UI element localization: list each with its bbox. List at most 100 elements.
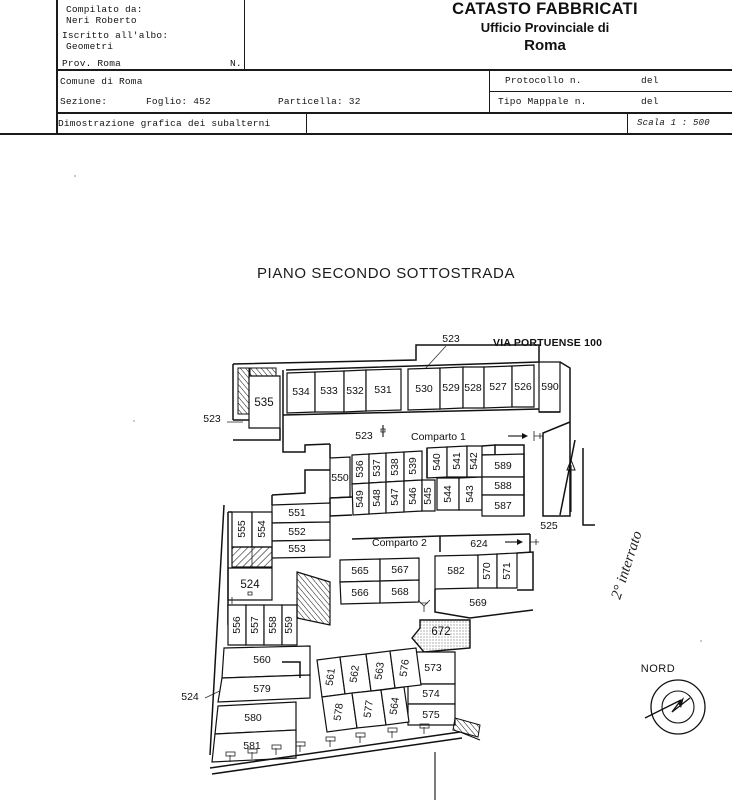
prov-label: Prov. Roma <box>62 58 122 69</box>
unit-label: 560 <box>253 654 271 666</box>
unit-579: 579 <box>217 674 311 703</box>
unit-563: 563 <box>365 650 396 692</box>
comparto-2-label: Comparto 2 <box>372 537 427 549</box>
unit-label: 542 <box>468 452 480 470</box>
unit-label: 588 <box>494 480 512 492</box>
compass-label: NORD <box>641 663 675 675</box>
unit-556: 556 <box>227 604 247 646</box>
area-label-525: 525 <box>540 520 558 532</box>
unit-589: 589 <box>481 453 525 478</box>
unit-552: 552 <box>271 521 331 542</box>
unit-label: 561 <box>324 667 338 686</box>
foglio-label: Foglio: 452 <box>146 96 211 107</box>
document-subtitle: Dimostrazione grafica dei subalterni <box>58 118 271 129</box>
header-hline-proto <box>489 91 732 93</box>
unit-label: 576 <box>398 658 412 677</box>
unit-label: 553 <box>288 543 306 555</box>
unit-544: 544 <box>436 477 460 511</box>
unit-label: 589 <box>494 460 512 472</box>
unit-label: 530 <box>415 383 433 395</box>
area-label-624: 624 <box>470 538 488 550</box>
unit-label: 546 <box>407 487 419 505</box>
unit-label: 575 <box>422 709 440 721</box>
unit-label: 539 <box>407 457 419 475</box>
header-hline-1 <box>56 69 732 71</box>
unit-label: 562 <box>348 664 362 683</box>
unit-label: 534 <box>292 386 310 398</box>
unit-label: 533 <box>320 385 338 397</box>
unit-547: 547 <box>385 480 405 514</box>
header-vline-scala <box>627 112 629 134</box>
tipo-mappale-label: Tipo Mappale n. <box>498 96 587 107</box>
unit-label: 549 <box>354 490 366 508</box>
unit-label: 571 <box>501 562 513 580</box>
handwritten-note: 2° interrato <box>609 529 646 602</box>
unit-label: 528 <box>464 382 482 394</box>
document-header: Compilato da: Neri Roberto Iscritto all'… <box>0 0 732 136</box>
comune-label: Comune di Roma <box>60 76 143 87</box>
unit-580: 580 <box>214 701 297 735</box>
unit-label: 564 <box>388 696 402 715</box>
office-line: Ufficio Provinciale di <box>480 20 610 35</box>
area-label-524-left: 524 <box>181 691 199 703</box>
door-symbol-524 <box>231 597 240 604</box>
unit-568: 568 <box>379 579 420 604</box>
particella-label: Particella: 32 <box>278 96 361 107</box>
unit-label: 554 <box>256 520 268 538</box>
unit-559: 559 <box>281 604 298 646</box>
unit-label: 590 <box>541 381 559 393</box>
unit-label: 552 <box>288 526 306 538</box>
unit-541: 541 <box>446 445 468 478</box>
unit-label: 559 <box>283 616 295 634</box>
unit-571: 571 <box>496 552 518 589</box>
unit-label: 579 <box>253 683 271 695</box>
unit-label: 548 <box>371 489 383 507</box>
unit-534: 534 <box>286 371 316 414</box>
unit-532: 532 <box>343 369 367 413</box>
header-hline-3 <box>0 133 732 135</box>
ramp-arrow <box>566 458 576 512</box>
unit-577: 577 <box>351 689 387 729</box>
unit-575: 575 <box>407 703 456 726</box>
unit-530: 530 <box>407 367 441 411</box>
unit-label: 672 <box>431 626 450 638</box>
header-hline-2 <box>56 112 732 114</box>
tipo-mappale-del: del <box>641 96 659 107</box>
unit-label: 580 <box>244 712 262 724</box>
unit-566: 566 <box>339 580 381 605</box>
header-vline-left-2 <box>56 69 58 133</box>
unit-562: 562 <box>339 653 372 695</box>
scan-speck <box>74 175 76 177</box>
unit-label: 555 <box>236 520 248 538</box>
area-label-524: 524 <box>240 579 260 591</box>
unit-label: 582 <box>447 565 465 577</box>
unit-551: 551 <box>271 502 331 524</box>
unit-588: 588 <box>481 476 525 496</box>
unit-538: 538 <box>385 451 405 483</box>
unit-label: 527 <box>489 381 507 393</box>
unit-555: 555 <box>231 511 253 548</box>
bottom-boundary-wall <box>209 723 481 775</box>
sezione-label: Sezione: <box>60 96 108 107</box>
unit-581: 581 <box>211 729 297 763</box>
tree-symbol <box>417 599 431 612</box>
unit-label: 526 <box>514 381 532 393</box>
unit-label: 581 <box>243 740 261 752</box>
area-569: 569 <box>434 589 534 619</box>
province-name: Roma <box>524 37 566 54</box>
scan-speck <box>133 420 135 422</box>
header-vline-sub <box>306 112 308 134</box>
unit-542: 542 <box>466 445 483 478</box>
header-vline-left <box>56 0 58 70</box>
unit-label: 566 <box>351 587 369 599</box>
agency-title: CATASTO FABBRICATI <box>452 0 638 18</box>
unit-540: 540 <box>426 446 448 479</box>
unit-label: 570 <box>481 562 493 580</box>
scan-speck <box>700 640 702 642</box>
unit-549: 549 <box>351 482 370 516</box>
compass-rose: NORD <box>641 663 706 735</box>
unit-564: 564 <box>380 686 410 726</box>
unit-label: 543 <box>464 485 476 503</box>
unit-537: 537 <box>368 452 387 484</box>
unit-567: 567 <box>379 557 420 582</box>
